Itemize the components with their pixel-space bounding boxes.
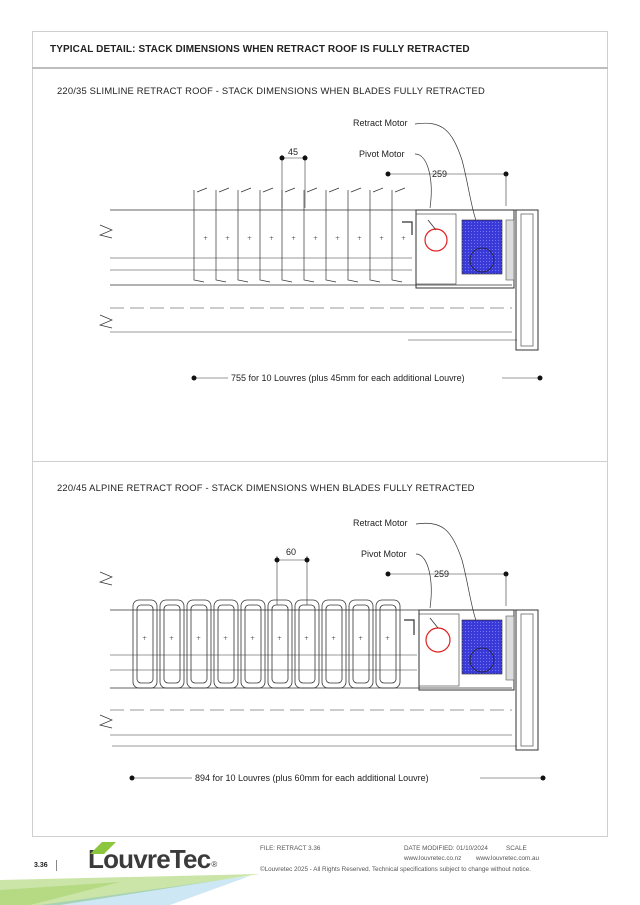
- file-name: FILE: RETRACT 3.36: [260, 845, 321, 852]
- svg-text:+: +: [169, 635, 174, 642]
- overall-dimension-label: 894 for 10 Louvres (plus 60mm for each a…: [195, 773, 429, 783]
- section-divider: [32, 461, 608, 462]
- svg-text:+: +: [291, 235, 296, 242]
- date-modified: DATE MODIFIED: 01/10/2024: [404, 845, 488, 852]
- pivot-motor-label: Pivot Motor: [361, 549, 407, 559]
- website-au: www.louvretec.com.au: [476, 855, 539, 862]
- retract-motor-label: Retract Motor: [353, 518, 408, 528]
- footer-decoration: [0, 874, 260, 905]
- page-number-separator: [56, 860, 57, 871]
- pitch-dimension: 45: [288, 147, 298, 157]
- louvretec-logo: LouvreTec ®: [88, 846, 217, 872]
- website-nz: www.louvretec.co.nz: [404, 855, 462, 862]
- svg-text:+: +: [331, 635, 336, 642]
- pivot-motor-label: Pivot Motor: [359, 149, 405, 159]
- logo-swoosh-icon: [90, 842, 116, 854]
- svg-text:+: +: [277, 635, 282, 642]
- brand-name: LouvreTec: [88, 844, 211, 874]
- pitch-dimension: 60: [286, 547, 296, 557]
- svg-text:+: +: [247, 235, 252, 242]
- svg-text:+: +: [225, 235, 230, 242]
- svg-text:+: +: [223, 635, 228, 642]
- svg-text:+: +: [313, 235, 318, 242]
- document-title: TYPICAL DETAIL: STACK DIMENSIONS WHEN RE…: [50, 44, 470, 55]
- svg-text:+: +: [304, 635, 309, 642]
- svg-text:+: +: [196, 635, 201, 642]
- section-2-title: 220/45 ALPINE RETRACT ROOF - STACK DIMEN…: [57, 482, 475, 493]
- svg-text:+: +: [142, 635, 147, 642]
- footer-divider: [32, 836, 608, 837]
- svg-text:+: +: [401, 235, 406, 242]
- svg-text:+: +: [335, 235, 340, 242]
- svg-text:+: +: [250, 635, 255, 642]
- registered-mark: ®: [211, 860, 218, 869]
- svg-text:+: +: [269, 235, 274, 242]
- svg-text:+: +: [379, 235, 384, 242]
- scale-label: SCALE: [506, 845, 527, 852]
- slimline-stack-drawing: Retract Motor Pivot Motor 45 259 +++++ +…: [32, 110, 608, 410]
- page-number: 3.36: [34, 862, 48, 869]
- copyright-notice: ©Louvretec 2025 - All Rights Reserved. T…: [260, 866, 531, 873]
- svg-text:+: +: [358, 635, 363, 642]
- svg-text:+: +: [203, 235, 208, 242]
- overall-dimension-label: 755 for 10 Louvres (plus 45mm for each a…: [231, 373, 465, 383]
- section-1-title: 220/35 SLIMLINE RETRACT ROOF - STACK DIM…: [57, 85, 485, 96]
- retract-motor-label: Retract Motor: [353, 118, 408, 128]
- title-divider: [32, 67, 608, 69]
- svg-text:+: +: [385, 635, 390, 642]
- alpine-stack-drawing: Retract Motor Pivot Motor 60 259 +++++ +…: [32, 510, 608, 810]
- svg-text:+: +: [357, 235, 362, 242]
